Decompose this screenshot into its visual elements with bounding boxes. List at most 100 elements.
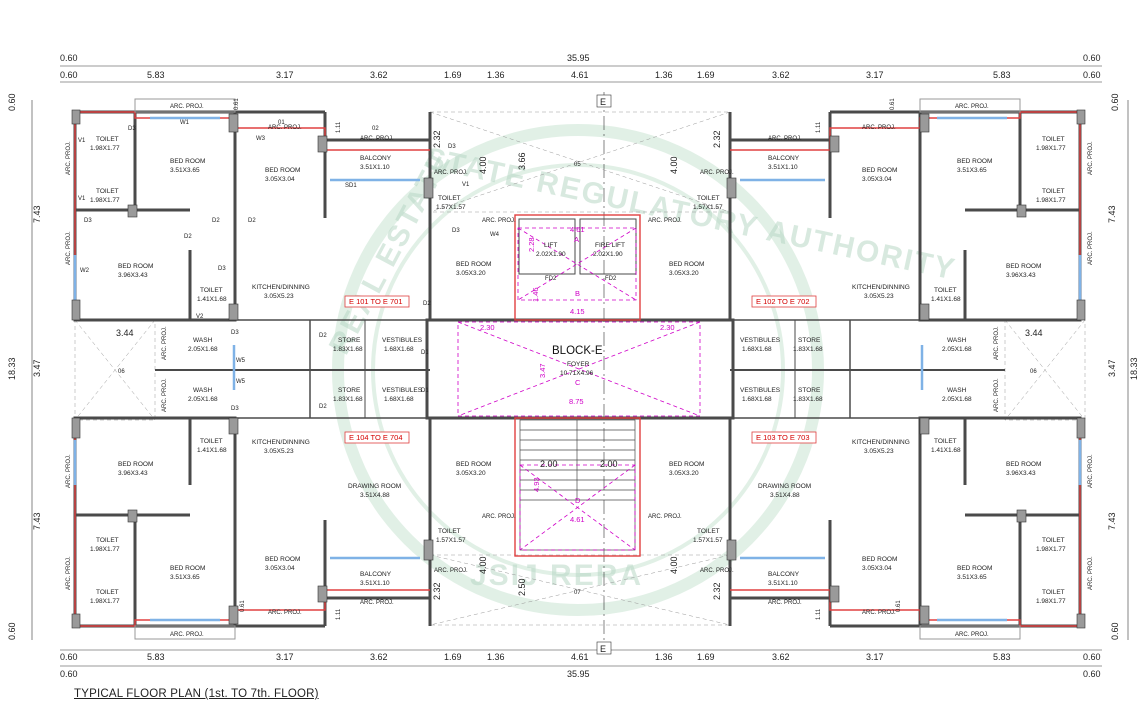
room-size: 1.68X1.68 bbox=[742, 396, 772, 403]
room-name: BED ROOM bbox=[118, 263, 153, 270]
block-name: BLOCK-E bbox=[552, 345, 603, 357]
dim-label: 3.47 bbox=[32, 359, 42, 377]
room-name: BED ROOM bbox=[456, 261, 491, 268]
room-name: BED ROOM bbox=[669, 261, 704, 268]
tag: D2 bbox=[319, 333, 327, 339]
dim-label: 4.93 bbox=[532, 477, 541, 492]
dim-label: 3.17 bbox=[276, 652, 294, 662]
tag: W2 bbox=[80, 268, 90, 274]
dim-label: 3.62 bbox=[370, 652, 388, 662]
dim-label: 0.60 bbox=[1083, 669, 1101, 679]
room-name: BED ROOM bbox=[862, 167, 897, 174]
top-dimensions bbox=[31, 65, 1129, 667]
room-name: WASH bbox=[193, 337, 213, 344]
dim-label: 1.11 bbox=[336, 608, 342, 620]
tag: D2 bbox=[319, 404, 327, 410]
dim-label: 4.15 bbox=[570, 307, 585, 316]
room-size: 3.05X3.20 bbox=[456, 270, 486, 277]
room-name: TOILET bbox=[96, 589, 119, 596]
rooms-top-left: BED ROOM 3.51X3.65 TOILET 1.98X1.77 TOIL… bbox=[90, 136, 491, 353]
dim-label: 3.66 bbox=[517, 152, 527, 170]
tag: W3 bbox=[256, 136, 266, 142]
tag: V2 bbox=[196, 314, 204, 320]
dim-label: 1.36 bbox=[487, 652, 505, 662]
room-name: TOILET bbox=[697, 195, 720, 202]
dim-label: 2.00 bbox=[600, 459, 618, 469]
arc-proj: ARC. PROJ. bbox=[1088, 556, 1094, 590]
dim-label: 0.60 bbox=[60, 652, 78, 662]
room-size: 1.57X1.57 bbox=[693, 204, 723, 211]
dim-label: 0.61 bbox=[234, 98, 240, 110]
room-name: BED ROOM bbox=[118, 461, 153, 468]
dim-label: 0.60 bbox=[60, 70, 78, 80]
room-size: 1.98X1.77 bbox=[90, 197, 120, 204]
room-size: 2.05X1.68 bbox=[188, 346, 218, 353]
tag: D3 bbox=[448, 144, 456, 150]
room-size: 2.05X1.68 bbox=[942, 396, 972, 403]
room-size: 1.83X1.68 bbox=[333, 346, 363, 353]
room-size: 3.05X3.04 bbox=[862, 565, 892, 572]
room-name: BED ROOM bbox=[170, 158, 205, 165]
arc-proj: ARC. PROJ. bbox=[1088, 141, 1094, 175]
room-size: 1.41X1.68 bbox=[931, 447, 961, 454]
room-name: BED ROOM bbox=[265, 167, 300, 174]
left-dimensions: 0.60 7.43 3.47 7.43 0.60 18.33 bbox=[7, 93, 42, 640]
room-name: BED ROOM bbox=[1006, 461, 1041, 468]
room-size: 3.51X1.10 bbox=[360, 164, 390, 171]
arc-proj: ARC. PROJ. bbox=[768, 136, 802, 142]
dim-label: 0.61 bbox=[896, 600, 902, 612]
arc-proj: ARC. PROJ. bbox=[482, 514, 516, 520]
dim-label: 1.69 bbox=[444, 652, 462, 662]
dim-label: 4.61 bbox=[570, 225, 585, 234]
dim-label: 0.60 bbox=[7, 93, 17, 111]
room-name: TOILET bbox=[934, 287, 957, 294]
tag: D1 bbox=[421, 350, 429, 356]
room-size: 3.51X3.65 bbox=[170, 167, 200, 174]
room-name: VESTIBULES bbox=[382, 387, 423, 394]
arc-proj: ARC. PROJ. bbox=[66, 141, 72, 175]
tag: SD1 bbox=[345, 183, 357, 189]
room-size: 3.05X3.04 bbox=[862, 176, 892, 183]
tag: V1 bbox=[462, 182, 470, 188]
tag: D3 bbox=[218, 266, 226, 272]
dim-label: 0.61 bbox=[890, 98, 896, 110]
room-name: BED ROOM bbox=[957, 158, 992, 165]
rooms-bottom-right: WASH 2.05X1.68 STORE 1.83X1.68 VESTIBULE… bbox=[669, 387, 1066, 605]
room-name: DRAWING ROOM bbox=[758, 483, 811, 490]
arc-proj: ARC. PROJ. bbox=[360, 136, 394, 142]
room-size: 3.05X5.23 bbox=[864, 448, 894, 455]
dim-label: 3.17 bbox=[276, 70, 294, 80]
room-name: WASH bbox=[193, 387, 213, 394]
tag: V1 bbox=[78, 138, 86, 144]
room-name: KITCHEN/DINNING bbox=[252, 284, 310, 291]
room-size: 3.05X3.04 bbox=[265, 565, 295, 572]
dim-label: 0.60 bbox=[1083, 70, 1101, 80]
room-name: BED ROOM bbox=[456, 461, 491, 468]
room-size: 2.05X1.68 bbox=[188, 396, 218, 403]
room-name: TOILET bbox=[200, 287, 223, 294]
arc-proj: ARC. PROJ. bbox=[862, 125, 896, 131]
room-size: 3.51X1.10 bbox=[360, 580, 390, 587]
dim-label: 0.60 bbox=[1110, 93, 1120, 111]
arc-proj: ARC. PROJ. bbox=[955, 632, 989, 638]
tag: 06 bbox=[1030, 369, 1037, 375]
unit-tag: E 102 TO E 702 bbox=[756, 297, 810, 306]
rooms-bottom-left: WASH 2.05X1.68 STORE 1.83X1.68 VESTIBULE… bbox=[90, 387, 491, 605]
room-name: TOILET bbox=[200, 438, 223, 445]
room-size: 1.41X1.68 bbox=[197, 296, 227, 303]
drawing-title: TYPICAL FLOOR PLAN (1st. TO 7th. FLOOR) bbox=[74, 688, 319, 700]
dim-label: 3.62 bbox=[772, 70, 790, 80]
room-name: TOILET bbox=[96, 136, 119, 143]
arc-proj: ARC. PROJ. bbox=[268, 610, 302, 616]
tag: 06 bbox=[118, 369, 125, 375]
dim-label: 2.32 bbox=[712, 130, 722, 148]
arc-proj: ARC. PROJ. bbox=[955, 104, 989, 110]
room-name: KITCHEN/DINNING bbox=[252, 439, 310, 446]
dim-label: 35.95 bbox=[567, 53, 590, 63]
dim-label: 3.47 bbox=[1107, 359, 1117, 377]
dim-label: 3.17 bbox=[866, 652, 884, 662]
door-tag: FD2 bbox=[545, 276, 557, 282]
dim-label: 2.00 bbox=[540, 459, 558, 469]
dim-label: 1.46 bbox=[531, 287, 540, 302]
